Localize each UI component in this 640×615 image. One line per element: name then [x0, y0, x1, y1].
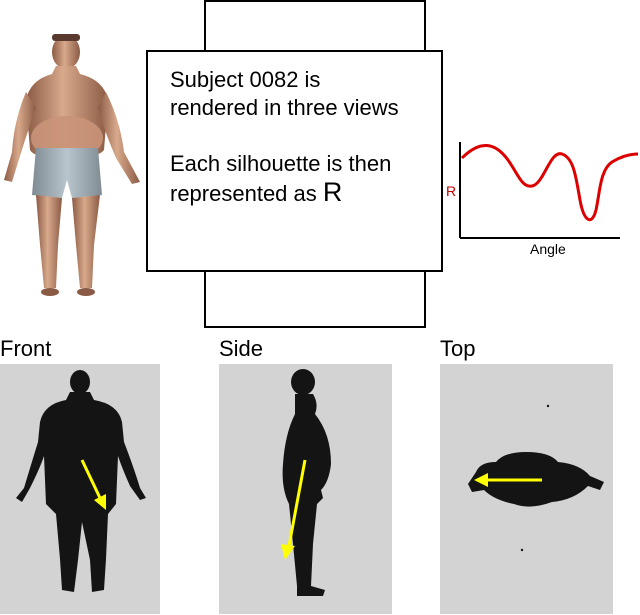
label-side: Side [219, 336, 264, 361]
r-curve [460, 144, 639, 222]
description-line-4: represented as R [170, 178, 419, 208]
front-silhouette [16, 370, 146, 592]
top-arrow [474, 473, 542, 487]
description-line-4-text: represented as [170, 181, 323, 206]
description-line-2: rendered in three views [170, 95, 399, 120]
top-silhouette-panel [440, 364, 613, 614]
side-silhouette [282, 369, 331, 596]
label-front: Front [0, 336, 52, 361]
r-angle-plot: R Angle [446, 142, 639, 257]
side-silhouette-panel [219, 364, 392, 614]
r-symbol: R [322, 177, 343, 207]
subject-render-figure [4, 34, 140, 296]
plot-y-label: R [446, 183, 456, 199]
description-line-3: Each silhouette is then [170, 151, 392, 176]
description-box: Subject 0082 is rendered in three views … [146, 50, 443, 272]
label-top: Top [440, 336, 476, 361]
plot-x-label: Angle [530, 241, 566, 257]
side-arrow [281, 459, 307, 560]
front-silhouette-panel [0, 364, 160, 614]
description-line-1: Subject 0082 is [170, 67, 321, 92]
front-arrow [80, 459, 106, 510]
